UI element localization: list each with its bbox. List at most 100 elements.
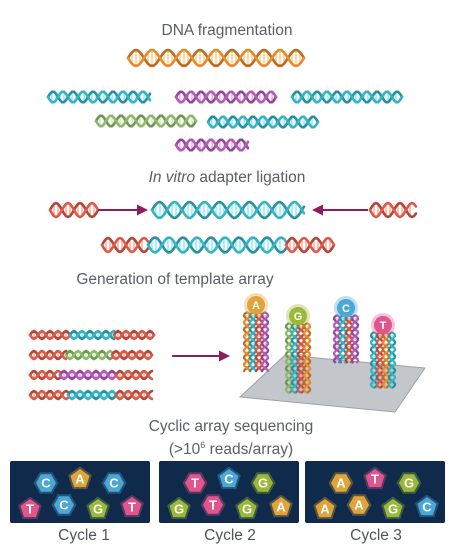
cycle-2-base-T: T [200,494,226,516]
cluster-4-strand-2 [375,331,385,389]
cycle-1-base-C: C [51,494,77,516]
svg-text:G: G [242,502,252,517]
cycle-3-base-C: C [415,494,439,518]
cycle-1-label: Cycle 1 [58,527,110,544]
svg-text:T: T [380,320,387,332]
adapter-left [48,201,100,219]
ligation-rest: adapter ligation [195,169,306,186]
svg-text:G: G [174,502,184,517]
template-label: Generation of template array [76,271,274,288]
cycle-1-base-T: T [120,494,144,518]
cyclic-label: Cyclic array sequencing (>106 reads/arra… [4,417,454,459]
cluster-2-strand-4 [302,322,312,394]
svg-text:G: G [388,502,398,517]
cluster-1-strand-4 [260,311,270,373]
template-fragment-3-1 [28,369,62,381]
adapter-right [368,201,418,219]
array-base-A: A [244,293,268,317]
cycle-2-base-G: G [250,472,276,494]
cycle-2-base-G: G [235,496,259,520]
svg-text:C: C [59,498,69,513]
svg-text:A: A [75,472,85,487]
cycle-3-base-A: A [328,472,354,494]
cycle-3-base-A: A [313,496,337,520]
template-fragment-1-1 [28,329,72,341]
cycle-1-base-T: T [18,496,42,520]
array-base-C: C [334,296,358,320]
svg-text:T: T [191,476,199,491]
ligation-label: In vitro adapter ligation [0,169,454,187]
cycle-2-base-T: T [182,472,208,494]
template-fragment-2-1 [28,349,68,361]
cycle-2-base-A: A [269,494,293,518]
template-fragment-4-1 [28,389,70,401]
cluster-1-strand-3 [254,311,264,373]
cycle-1-base-C: C [33,472,59,494]
svg-text:T: T [128,500,136,515]
cyclic-line1: Cyclic array sequencing [148,418,314,435]
svg-text:T: T [209,498,217,513]
cycle-1-base-A: A [68,466,92,490]
array-base-T: T [371,313,395,337]
svg-text:A: A [320,502,330,517]
template-fragment-1-3 [112,329,156,341]
cycle-3-base-A: A [346,494,372,516]
template-fragment-1-2 [68,329,116,341]
ligation-italic: In vitro [148,169,196,186]
ligation-arrow-left [312,204,368,216]
cycle-2-label: Cycle 2 [204,527,256,544]
cycle-3-label: Cycle 3 [350,527,402,544]
svg-text:A: A [354,498,364,513]
cluster-4-strand-4 [387,331,397,389]
fragment-teal-3 [206,115,320,129]
fragment-purple-1 [174,90,278,104]
svg-text:C: C [41,476,51,491]
ligation-arrow-right [98,204,148,216]
svg-text:A: A [276,500,286,515]
cycle-3-base-G: G [396,472,422,494]
cycle-2-base-C: C [217,466,241,490]
svg-text:C: C [342,303,350,315]
svg-text:A: A [252,300,260,312]
cluster-4-strand-3 [381,331,391,389]
ligated-adapter-right [284,236,336,254]
svg-text:C: C [224,472,234,487]
fragment-green-1 [94,114,198,128]
cluster-1-strand-1 [242,311,252,373]
cycle-1-base-G: G [86,496,110,520]
fragment-teal-2 [290,90,404,104]
svg-text:A: A [336,476,346,491]
cluster-1-strand-2 [248,311,258,373]
svg-text:T: T [371,472,379,487]
fragment-teal-1 [46,90,152,104]
cycle-1-base-C: C [101,472,127,494]
fragmentation-label: DNA fragmentation [161,22,293,39]
template-fragment-3-2 [58,369,118,381]
ligated-adapter-left [100,236,150,254]
cycle-3-base-T: T [363,466,387,490]
cluster-4-strand-1 [369,331,379,389]
ligated-insert [146,236,288,254]
long-dna-helix [126,48,306,68]
svg-text:G: G [258,476,268,491]
cyclic-line2: (>106 reads/array) [168,440,294,459]
svg-text:G: G [404,476,414,491]
array-base-G: G [286,304,310,328]
cluster-3-strand-4 [350,314,360,364]
svg-text:C: C [422,500,432,515]
template-fragment-2-2 [64,349,114,361]
array-arrow [172,350,230,362]
cycle-2-base-G: G [167,496,191,520]
template-fragment-4-2 [66,389,118,401]
svg-text:G: G [93,502,103,517]
template-fragment-2-3 [110,349,154,361]
svg-text:C: C [109,476,119,491]
template-fragment-3-3 [114,369,154,381]
fragment-purple-2 [174,138,250,152]
svg-text:T: T [26,502,34,517]
template-fragment-4-3 [114,389,154,401]
